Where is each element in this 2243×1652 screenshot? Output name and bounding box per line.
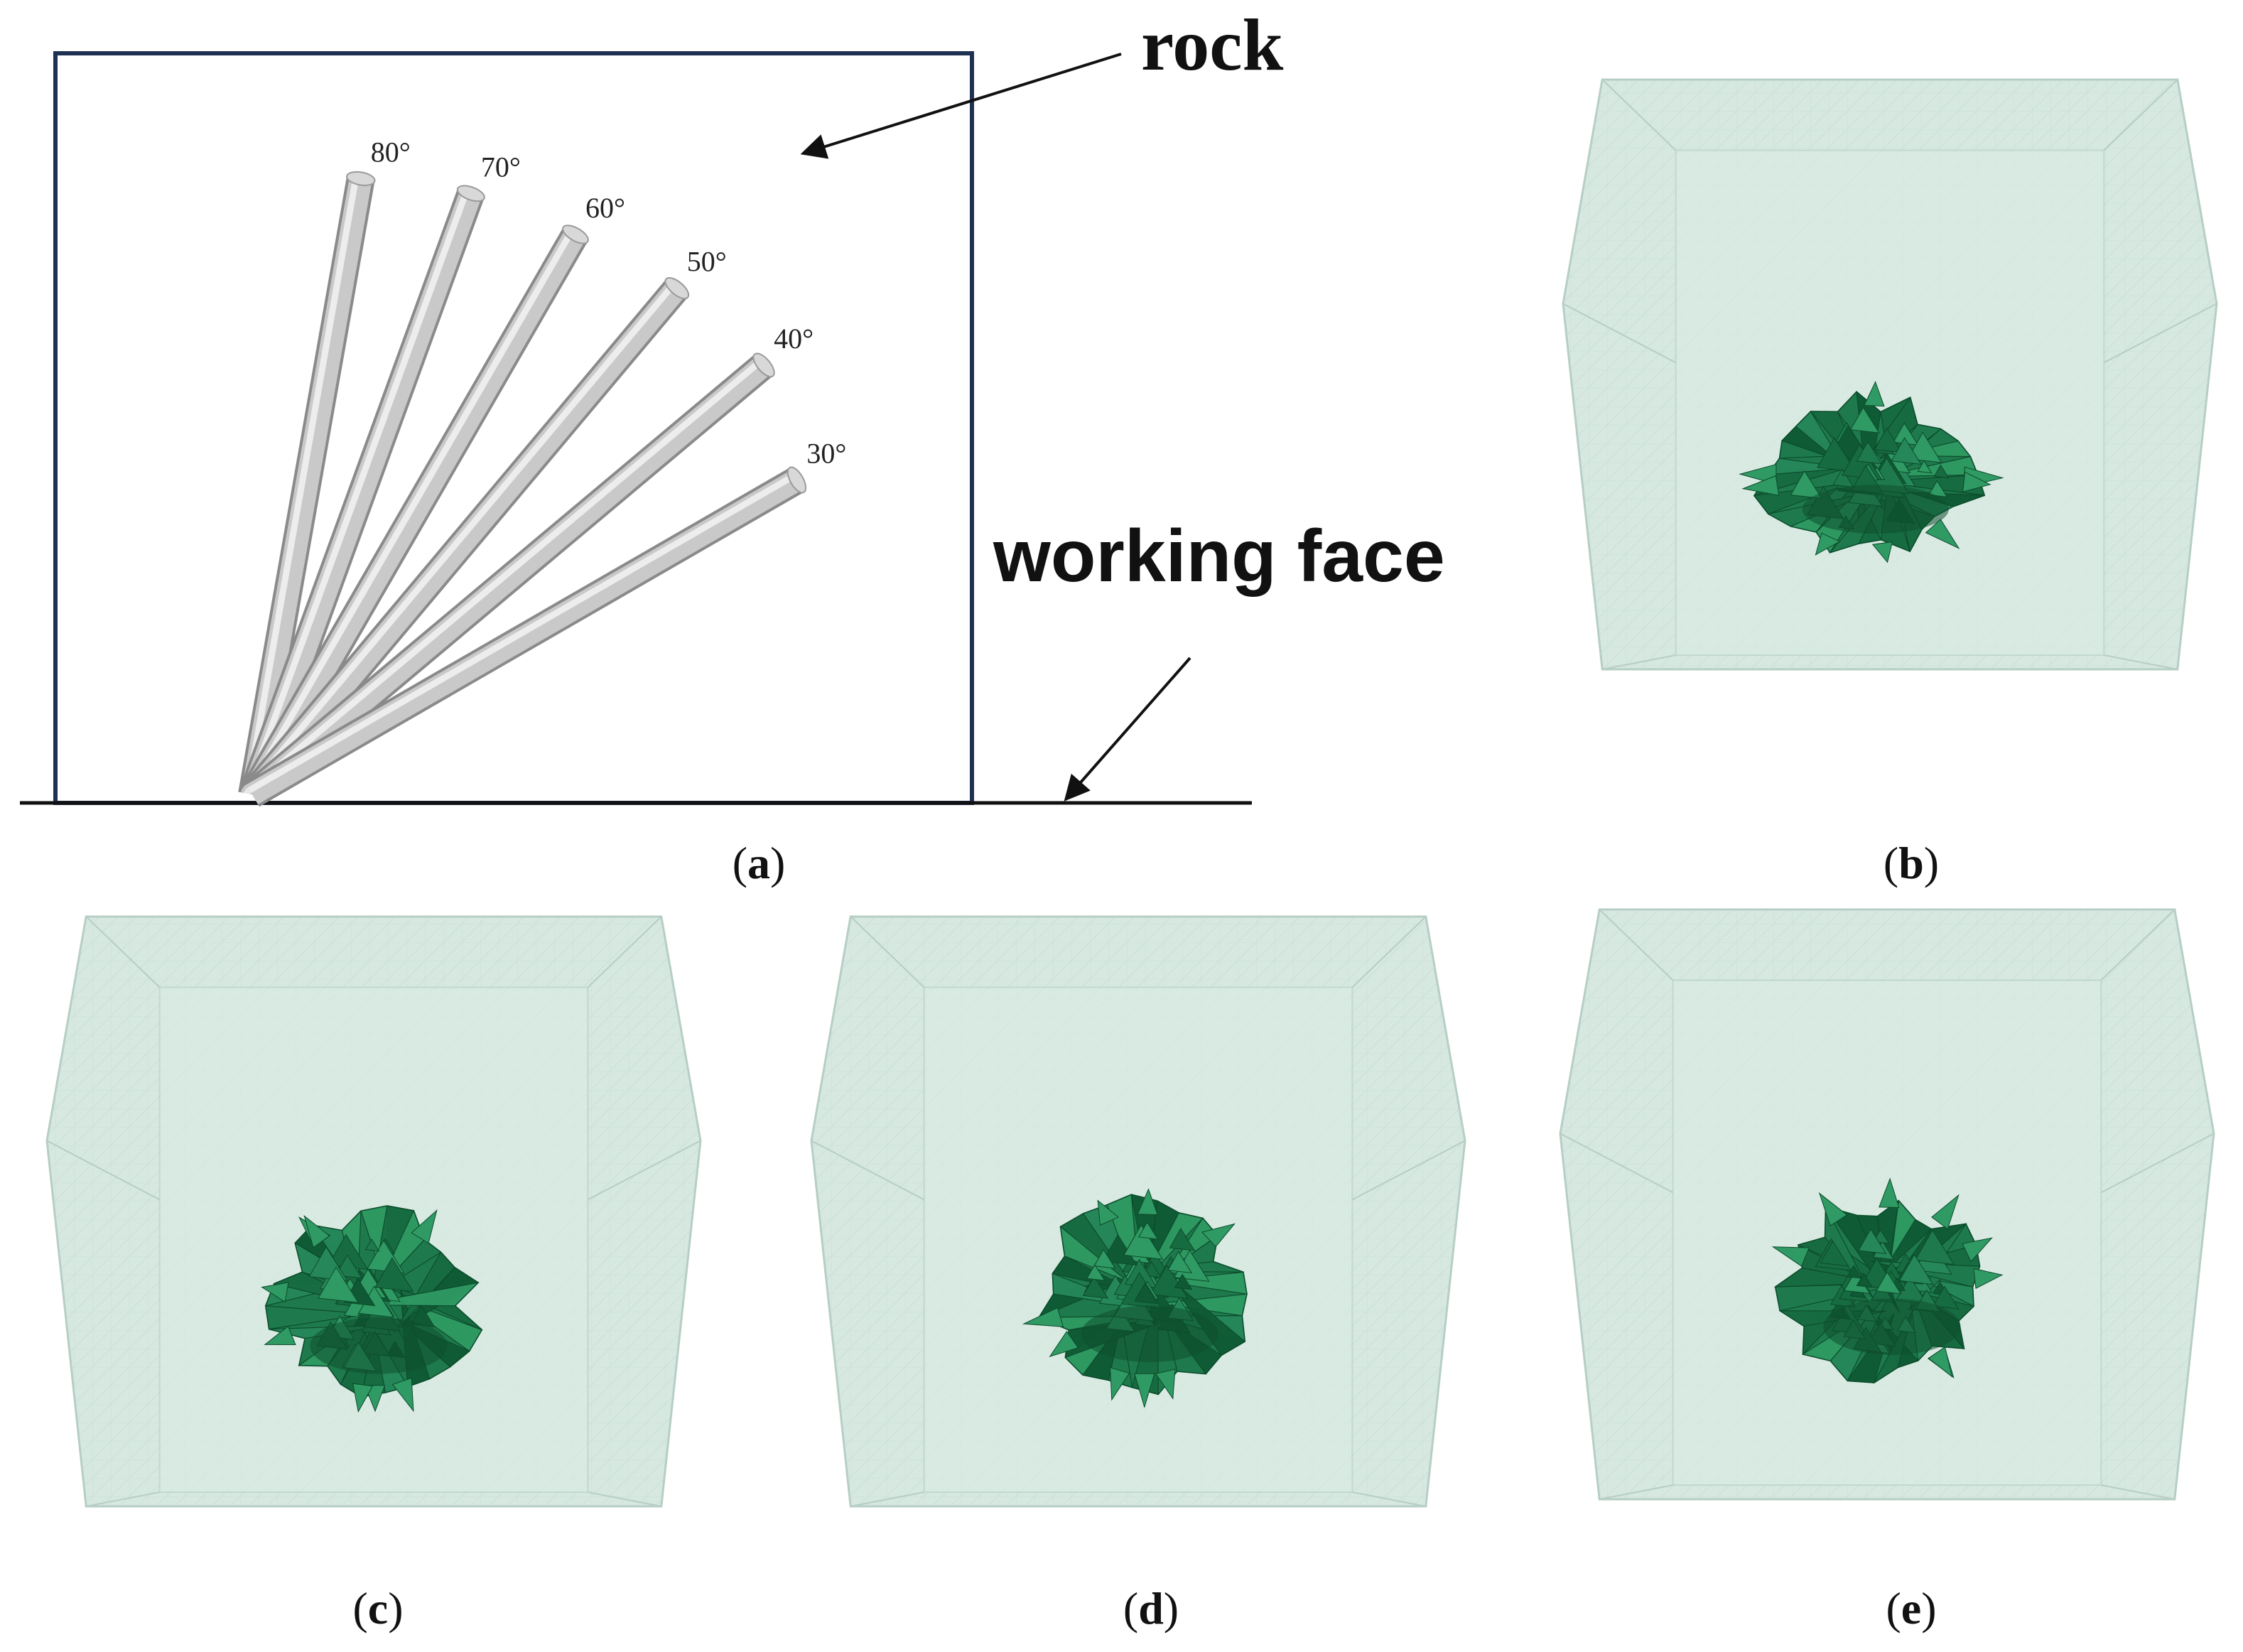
working-face-label: working face [993, 515, 1445, 598]
block-edge [46, 1140, 161, 1201]
angle-labels: 80° 70° 60° 50° 40° 30° [371, 136, 847, 469]
block-edge [587, 1140, 701, 1201]
borehole-rod-80 [238, 171, 376, 797]
panel-label-a: (a) [733, 838, 786, 888]
borehole-rod-70 [239, 185, 485, 799]
angle-label-50: 50° [687, 246, 727, 278]
rock-label: rock [1141, 4, 1283, 86]
block-edge [1351, 1140, 1466, 1201]
angle-label-70: 70° [481, 151, 521, 183]
block-edge [1599, 909, 1674, 981]
block-edge [2100, 1133, 2215, 1194]
borehole-rod-60 [239, 225, 589, 801]
block-edge [2103, 303, 2217, 364]
block-edge [588, 1491, 661, 1507]
block-edge [1602, 654, 1676, 670]
block-edge [1352, 1491, 1426, 1507]
block-edge [1560, 1133, 1674, 1194]
borehole-rod-30 [245, 466, 807, 807]
angle-label-80: 80° [371, 136, 411, 168]
block-edge [1601, 79, 1677, 151]
angle-label-30: 30° [806, 438, 846, 470]
working-face-arrow [1064, 657, 1191, 801]
damage-zone [1771, 1177, 2004, 1384]
angle-label-60: 60° [585, 192, 625, 224]
block-edge [811, 1140, 925, 1201]
block-edge [1562, 303, 1677, 364]
block-edge [587, 916, 662, 988]
panel-a-borehole-diagram: 80° 70° 60° 50° 40° 30° rock working face (a) [20, 4, 1445, 888]
block-edge [86, 1491, 160, 1507]
back-face [1675, 149, 2105, 657]
panel-b-damage-model [1562, 78, 2218, 671]
panel-label-e: (e) [1886, 1583, 1936, 1634]
damage-zone [1739, 381, 2004, 563]
block-edge [850, 1491, 924, 1507]
block-edge [85, 916, 161, 988]
panel-e-damage-model [1559, 908, 2215, 1501]
damage-zone [261, 1205, 483, 1413]
block-edge [2103, 79, 2178, 151]
panel-label-c: (c) [352, 1583, 403, 1634]
panel-d-damage-model [810, 915, 1466, 1508]
block-edge [2101, 1484, 2175, 1500]
panel-label-b: (b) [1883, 838, 1939, 888]
damage-zone [1022, 1188, 1248, 1408]
block-edge [850, 916, 925, 988]
angle-label-40: 40° [774, 323, 814, 355]
block-edge [2104, 654, 2178, 670]
borehole-rod-40 [243, 352, 775, 806]
block-edge [1599, 1484, 1673, 1500]
borehole-rod-50 [241, 276, 690, 804]
borehole-rods [238, 171, 807, 807]
block-edge [2100, 909, 2176, 981]
panel-label-d: (d) [1123, 1583, 1179, 1634]
panel-c-damage-model [45, 915, 702, 1508]
rock-arrow [800, 53, 1122, 159]
block-edge [1351, 916, 1427, 988]
